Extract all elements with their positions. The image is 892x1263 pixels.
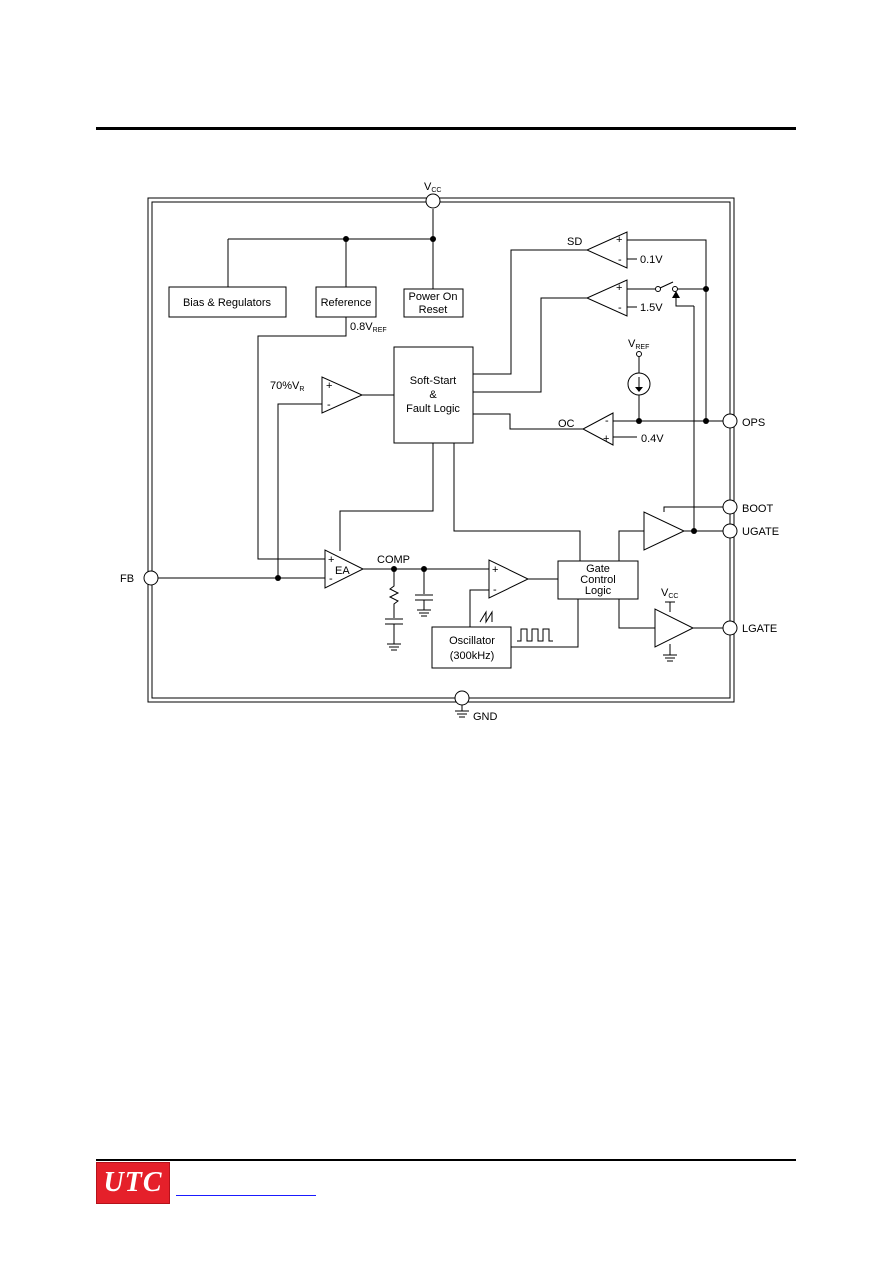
vref-label: VREF bbox=[628, 338, 649, 351]
ic-outline-outer bbox=[147, 197, 735, 703]
gate-control-logic-block bbox=[557, 560, 639, 600]
gate-label-3: Logic bbox=[585, 585, 612, 597]
vcc-label: VCC bbox=[424, 181, 441, 194]
sawtooth-icon bbox=[479, 610, 493, 624]
ugate-pin bbox=[722, 523, 738, 539]
softstart-label-2: & bbox=[429, 389, 437, 401]
gate-label-2: Control bbox=[580, 574, 615, 586]
fb-label: FB bbox=[120, 573, 134, 585]
svg-text:+: + bbox=[616, 282, 622, 294]
ops-pin bbox=[722, 413, 738, 429]
osc-label-2: (300kHz) bbox=[450, 650, 495, 662]
error-amplifier bbox=[324, 549, 365, 589]
ops-label: OPS bbox=[742, 417, 765, 429]
fb-pin bbox=[143, 570, 159, 586]
power-on-reset-block bbox=[403, 288, 464, 318]
softstart-label-3: Fault Logic bbox=[406, 403, 460, 415]
pct70-label: 70%VR bbox=[270, 380, 304, 393]
por-label-2: Reset bbox=[419, 304, 448, 316]
v15-label: 1.5V bbox=[640, 302, 663, 314]
ref-08-label: 0.8VREF bbox=[350, 321, 387, 334]
utc-logo: UTC bbox=[96, 1162, 170, 1204]
boot-pin bbox=[722, 499, 738, 515]
bias-regulators-block bbox=[168, 286, 287, 318]
svg-text:-: - bbox=[605, 415, 609, 427]
sd-label: SD bbox=[567, 236, 582, 248]
lgate-pin bbox=[722, 620, 738, 636]
sd-comparator bbox=[585, 231, 628, 269]
svg-text:-: - bbox=[618, 254, 622, 266]
bias-label: Bias & Regulators bbox=[183, 297, 272, 309]
pwm-comparator bbox=[488, 559, 530, 599]
gnd-label: GND bbox=[473, 711, 498, 723]
v04-label: 0.4V bbox=[641, 433, 664, 445]
svg-text:-: - bbox=[493, 584, 497, 596]
upper-gate-driver bbox=[643, 511, 686, 551]
lgate-label: LGATE bbox=[742, 623, 777, 635]
utc-logo-text: UTC bbox=[103, 1167, 163, 1198]
pulse-train-icon bbox=[517, 628, 553, 642]
svg-text:+: + bbox=[616, 234, 622, 246]
gnd-pin bbox=[454, 690, 470, 706]
oc-comparator bbox=[581, 412, 614, 446]
svg-text:+: + bbox=[492, 564, 498, 576]
por-label-1: Power On bbox=[409, 291, 458, 303]
svg-text:+: + bbox=[328, 554, 334, 566]
vcc-small-label: VCC bbox=[661, 587, 678, 600]
ovp-comparator bbox=[585, 279, 628, 317]
vcc-pin bbox=[425, 193, 441, 209]
oscillator-block bbox=[431, 626, 512, 669]
header-rule bbox=[96, 127, 796, 130]
svg-text:+: + bbox=[326, 380, 332, 392]
osc-label-1: Oscillator bbox=[449, 635, 495, 647]
ugate-label: UGATE bbox=[742, 526, 779, 538]
v01-label: 0.1V bbox=[640, 254, 663, 266]
oc-label: OC bbox=[558, 418, 575, 430]
svg-text:-: - bbox=[329, 573, 333, 585]
lower-gate-driver bbox=[654, 608, 695, 648]
footer-rule bbox=[96, 1159, 796, 1161]
ea-label: EA bbox=[335, 565, 350, 577]
gate-label-1: Gate bbox=[586, 563, 610, 575]
svg-text:+: + bbox=[603, 433, 609, 445]
uvp-comparator bbox=[321, 376, 364, 414]
reference-label: Reference bbox=[321, 297, 372, 309]
reference-block bbox=[315, 286, 377, 318]
comp-label: COMP bbox=[377, 554, 410, 566]
ic-outline-inner bbox=[151, 201, 731, 699]
footer-link-underline[interactable] bbox=[176, 1194, 316, 1196]
svg-text:-: - bbox=[327, 399, 331, 411]
svg-text:-: - bbox=[618, 302, 622, 314]
boot-label: BOOT bbox=[742, 503, 773, 515]
softstart-label-1: Soft-Start bbox=[410, 375, 456, 387]
